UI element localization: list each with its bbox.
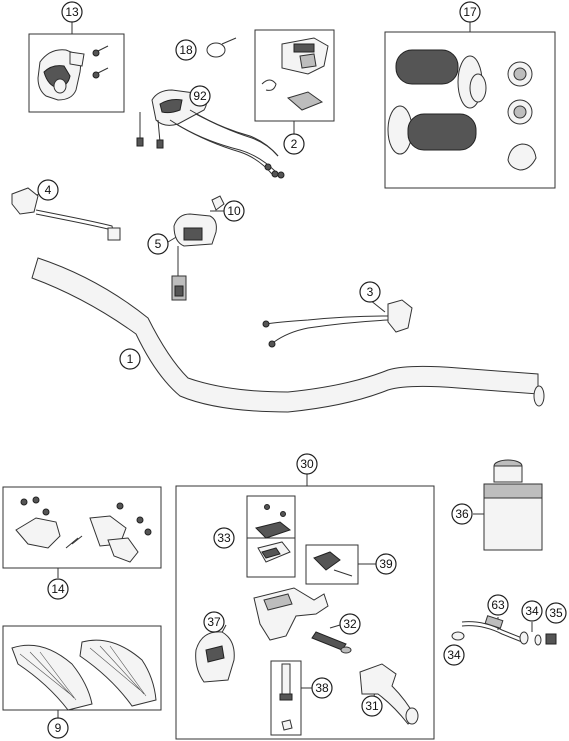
- callout-4: 4: [37, 179, 59, 201]
- svg-text:38: 38: [315, 681, 329, 695]
- part-1-handlebar: [31, 257, 545, 413]
- callout-31: 31: [361, 695, 383, 717]
- part-32-piston: [311, 631, 352, 654]
- svg-text:33: 33: [217, 531, 231, 545]
- part-63-hose-fittings: [451, 615, 557, 646]
- callout-9: 9: [47, 717, 69, 739]
- svg-text:14: 14: [51, 582, 65, 596]
- svg-text:63: 63: [491, 598, 505, 612]
- callout-5: 5: [147, 233, 169, 255]
- part-39-clamp: [313, 551, 353, 577]
- part-9-handguards: [11, 639, 157, 711]
- svg-text:10: 10: [227, 204, 241, 218]
- callout-30: 30: [296, 453, 318, 475]
- part-31-lever: [359, 663, 419, 725]
- svg-text:36: 36: [455, 507, 469, 521]
- part-13-throttle-housing: [37, 45, 109, 101]
- callout-92: 92: [189, 85, 211, 107]
- box-9: [2, 625, 162, 711]
- svg-text:2: 2: [291, 137, 298, 151]
- svg-text:35: 35: [549, 606, 563, 620]
- svg-text:31: 31: [365, 699, 379, 713]
- part-5-light-switch: [171, 195, 225, 301]
- svg-text:34: 34: [447, 648, 461, 662]
- callout-3: 3: [359, 281, 381, 303]
- callout-36: 36: [451, 503, 473, 525]
- callout-13: 13: [61, 1, 83, 23]
- part-38-pin: [279, 663, 293, 731]
- callout-1: 1: [119, 348, 141, 370]
- callout-39: 39: [375, 553, 397, 575]
- callout-33: 33: [213, 527, 235, 549]
- callout-18: 18: [175, 39, 197, 61]
- callout-34-lower: 34: [443, 644, 465, 666]
- callout-17: 17: [459, 1, 481, 23]
- svg-text:5: 5: [155, 237, 162, 251]
- part-37-cover: [195, 631, 235, 683]
- svg-text:17: 17: [463, 5, 477, 19]
- part-14-handguard-mount: [15, 496, 152, 563]
- svg-text:3: 3: [367, 285, 374, 299]
- box-30: [175, 485, 435, 740]
- part-92-throttle-cables: [136, 89, 285, 179]
- part-18-cable-tie: [206, 37, 237, 58]
- callout-2: 2: [283, 133, 305, 155]
- box-13: [28, 33, 125, 113]
- box-38: [270, 660, 302, 736]
- svg-text:13: 13: [65, 5, 79, 19]
- svg-text:37: 37: [207, 615, 221, 629]
- callout-35: 35: [545, 602, 567, 624]
- callout-10: 10: [223, 200, 245, 222]
- svg-text:30: 30: [300, 457, 314, 471]
- part-master-cylinder: [253, 587, 329, 641]
- svg-text:9: 9: [55, 721, 62, 735]
- svg-text:18: 18: [179, 43, 193, 57]
- part-3-hot-start: [262, 299, 413, 348]
- svg-text:4: 4: [45, 183, 52, 197]
- svg-text:39: 39: [379, 557, 393, 571]
- part-36-fluid-bottle: [483, 459, 543, 551]
- part-4-kill-switch: [11, 187, 121, 241]
- callout-37: 37: [203, 611, 225, 633]
- callout-14: 14: [47, 578, 69, 600]
- svg-text:1: 1: [127, 352, 134, 366]
- screw-pair-13: [92, 45, 109, 79]
- part-2-switch: [261, 37, 329, 111]
- callout-32: 32: [339, 613, 361, 635]
- box-33: [246, 495, 296, 578]
- svg-text:92: 92: [193, 89, 207, 103]
- box-14: [2, 486, 162, 569]
- callout-38: 38: [311, 677, 333, 699]
- callout-63: 63: [487, 594, 509, 616]
- callout-34-upper: 34: [521, 600, 543, 622]
- svg-text:32: 32: [343, 617, 357, 631]
- part-17-grips: [387, 49, 537, 171]
- svg-text:34: 34: [525, 604, 539, 618]
- part-33-reservoir: [255, 504, 292, 563]
